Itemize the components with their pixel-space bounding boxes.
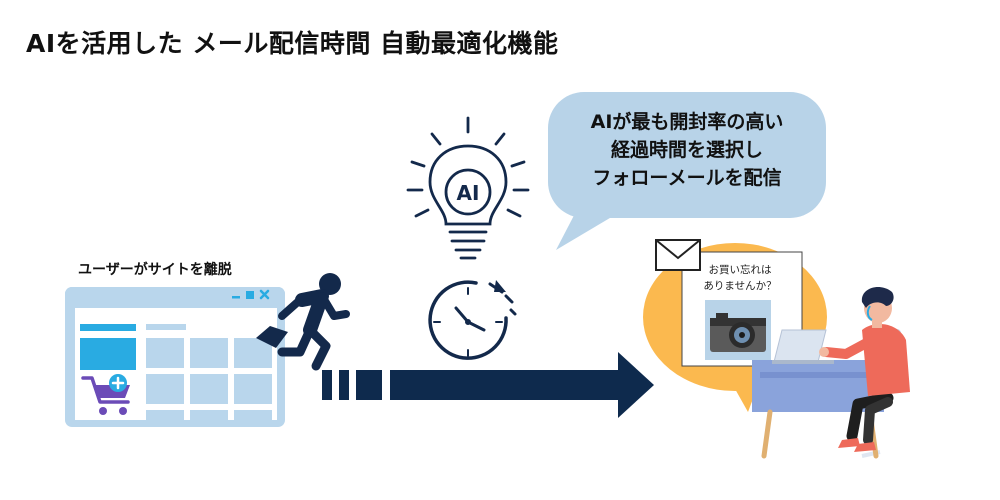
stopwatch-icon	[428, 280, 517, 360]
camera-icon	[710, 313, 766, 352]
browser-window	[65, 287, 285, 427]
speech-bubble-text: AIが最も開封率の高い 経過時間を選択し フォローメールを配信	[556, 108, 818, 192]
lightbulb-icon	[406, 116, 530, 260]
speech-line-2: 経過時間を選択し	[610, 139, 763, 161]
laptop-icon	[772, 329, 834, 364]
site-leave-label: ユーザーがサイトを離脱	[78, 262, 232, 278]
running-person-icon	[256, 273, 350, 371]
speech-line-3: フォローメールを配信	[592, 167, 782, 189]
speech-line-1: AIが最も開封率の高い	[590, 111, 784, 133]
email-preview-text: お買い忘れは ありませんか？	[690, 262, 790, 294]
window-controls-icon	[232, 289, 270, 300]
page-title: AIを活用した メール配信時間 自動最適化機能	[26, 29, 559, 58]
shopping-cart-icon	[81, 374, 130, 415]
speech-bubble	[548, 92, 826, 250]
flow-arrow	[322, 352, 654, 418]
email-line-1: お買い忘れは	[708, 264, 772, 276]
email-line-2: ありませんか？	[703, 280, 777, 292]
envelope-icon	[655, 239, 701, 271]
ai-badge: AI	[457, 181, 480, 205]
person-at-desk	[752, 287, 910, 459]
